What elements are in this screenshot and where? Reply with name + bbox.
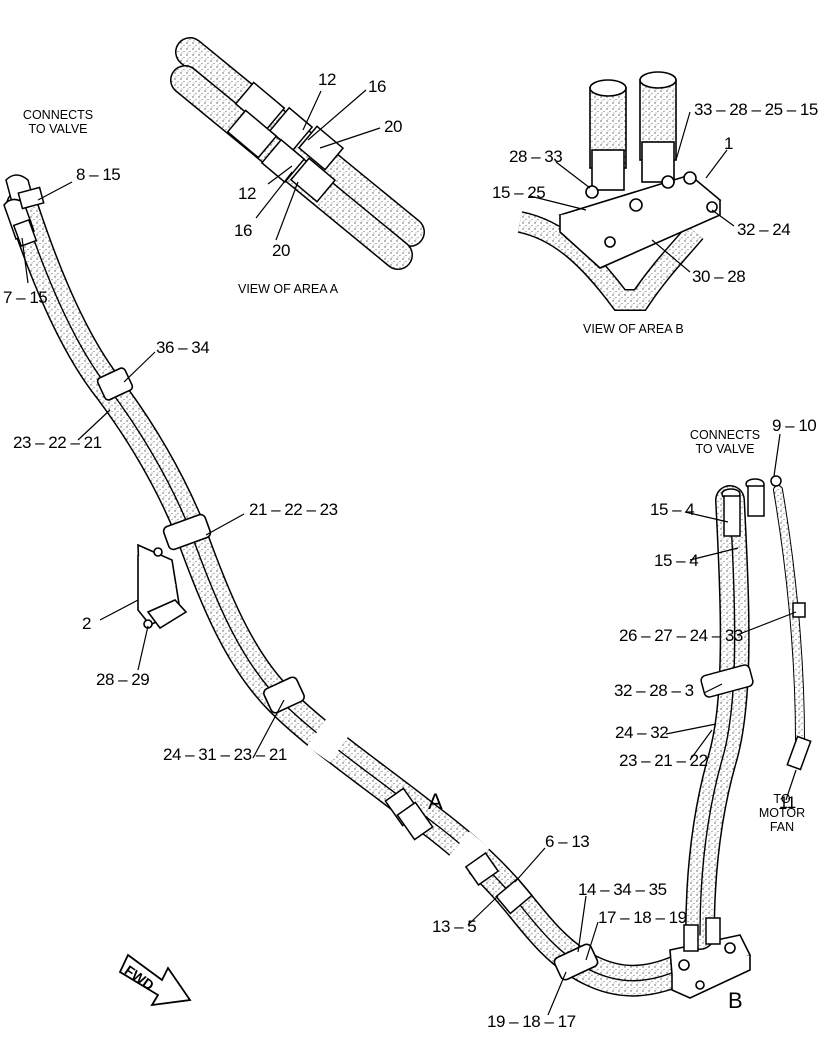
center-fittings: [384, 787, 533, 915]
right-callout-23-21-22: 23 – 21 – 22: [619, 751, 708, 770]
right-callout-26-27-24-33: 26 – 27 – 24 – 33: [619, 626, 743, 645]
left-hose-end-fittings: [3, 174, 45, 248]
leader-lines: [21, 89, 797, 1016]
right-hose-fittings: [683, 475, 812, 952]
area-b-callout-33-28-25-15: 33 – 28 – 25 – 15: [694, 100, 818, 119]
area-a-callout-12-bottom: 12: [238, 184, 256, 203]
right-callout-15-4-bottom: 15 – 4: [654, 551, 699, 570]
callout-8-15: 8 – 15: [76, 165, 121, 184]
forward-arrow: [118, 953, 192, 1007]
right-callout-9-10: 9 – 10: [772, 416, 817, 435]
callout-2: 2: [82, 614, 91, 633]
connects-to-valve-right-text: CONNECTS TO VALVE: [689, 428, 761, 456]
callout-28-29: 28 – 29: [96, 670, 150, 689]
right-hose-assembly: [685, 485, 805, 950]
callout-6-13: 6 – 13: [545, 832, 590, 851]
view-area-a-fittings: [226, 81, 345, 203]
area-b-callout-15-25: 15 – 25: [492, 183, 546, 202]
view-area-a-caption: VIEW OF AREA A: [238, 282, 339, 296]
callout-19-18-17: 19 – 18 – 17: [487, 1012, 576, 1031]
callout-14-34-35: 14 – 34 – 35: [578, 880, 667, 899]
connects-to-valve-right-caption: CONNECTS TO VALVE: [684, 428, 766, 456]
callout-23-22-21: 23 – 22 – 21: [13, 433, 102, 452]
mounting-bracket: [137, 543, 188, 630]
area-b-callout-30-28: 30 – 28: [692, 267, 746, 286]
callout-13-5: 13 – 5: [432, 917, 477, 936]
connects-to-valve-left-caption: CONNECTS TO VALVE: [18, 108, 98, 136]
view-area-b-illustration: [517, 71, 722, 311]
right-callout-11: 11: [779, 793, 796, 812]
area-b-callout-1: 1: [724, 134, 733, 153]
callout-24-31-23-21: 24 – 31 – 23 – 21: [163, 745, 287, 764]
callout-17-18-19: 17 – 18 – 19: [598, 908, 687, 927]
main-hose-clamps: [96, 367, 599, 981]
area-b-callout-32-24: 32 – 24: [737, 220, 791, 239]
connects-to-valve-left-text: CONNECTS TO VALVE: [22, 108, 94, 136]
callout-7-15: 7 – 15: [3, 288, 48, 307]
area-a-callout-16-top: 16: [368, 77, 386, 96]
area-b-marker: B: [728, 988, 743, 1013]
area-a-callout-20-top: 20: [384, 117, 402, 136]
right-callout-24-32: 24 – 32: [615, 723, 669, 742]
to-motor-fan-text: TO MOTOR FAN: [758, 792, 806, 834]
area-a-callout-16-bottom: 16: [234, 221, 252, 240]
view-area-b-caption: VIEW OF AREA B: [583, 322, 684, 336]
area-a-marker: A: [428, 789, 443, 814]
callout-21-22-23: 21 – 22 – 23: [249, 500, 338, 519]
right-callout-32-28-3: 32 – 28 – 3: [614, 681, 694, 700]
callout-36-34: 36 – 34: [156, 338, 210, 357]
area-a-callout-20-bottom: 20: [272, 241, 290, 260]
to-motor-fan-caption: TO MOTOR FAN: [756, 792, 808, 834]
area-b-callout-28-33: 28 – 33: [509, 147, 563, 166]
hose-break-area-a: [307, 713, 490, 881]
right-callout-15-4-top: 15 – 4: [650, 500, 695, 519]
area-a-callout-12-top: 12: [318, 70, 336, 89]
